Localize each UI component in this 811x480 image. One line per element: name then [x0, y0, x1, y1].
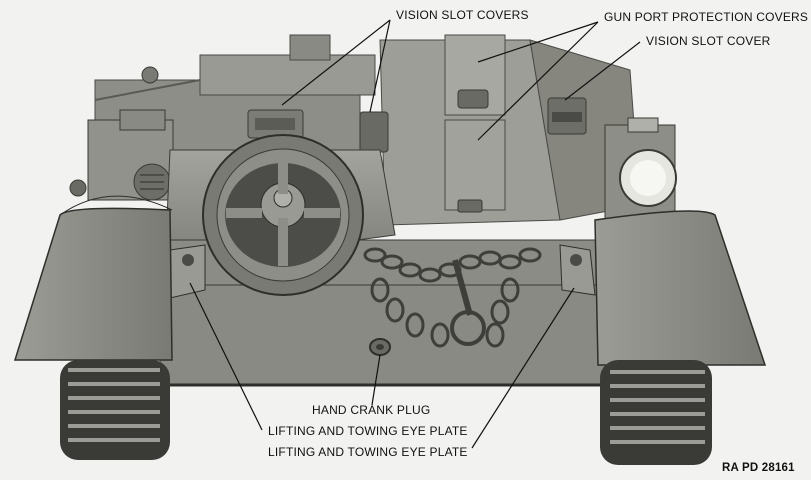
vision-slot-cover-right [547, 97, 587, 135]
callout-vision-slot-cover: VISION SLOT COVER [646, 34, 771, 48]
figure-reference-number: RA PD 28161 [722, 462, 795, 474]
right-headlight [604, 117, 677, 221]
callout-lifting-towing-eye-plate-right: LIFTING AND TOWING EYE PLATE [268, 445, 468, 459]
vision-slot-cover-mid [359, 111, 389, 153]
left-fender [13, 195, 173, 361]
left-track [60, 360, 170, 460]
spare-wheel [202, 134, 364, 296]
hand-crank-plug [369, 338, 391, 356]
lifting-eye-plate-left [169, 244, 206, 299]
lifting-eye-plate-right [559, 244, 596, 296]
callout-hand-crank-plug: HAND CRANK PLUG [312, 403, 431, 417]
right-fender [594, 210, 767, 366]
callout-vision-slot-covers: VISION SLOT COVERS [396, 8, 529, 22]
leader-lines [189, 19, 641, 449]
tow-chain [363, 247, 542, 348]
left-stowage-box [69, 109, 174, 201]
callout-gun-port-protection-covers: GUN PORT PROTECTION COVERS [604, 10, 809, 24]
callout-lifting-towing-eye-plate-left: LIFTING AND TOWING EYE PLATE [268, 424, 468, 438]
vision-slot-cover-left [247, 109, 304, 139]
right-track [600, 360, 712, 465]
